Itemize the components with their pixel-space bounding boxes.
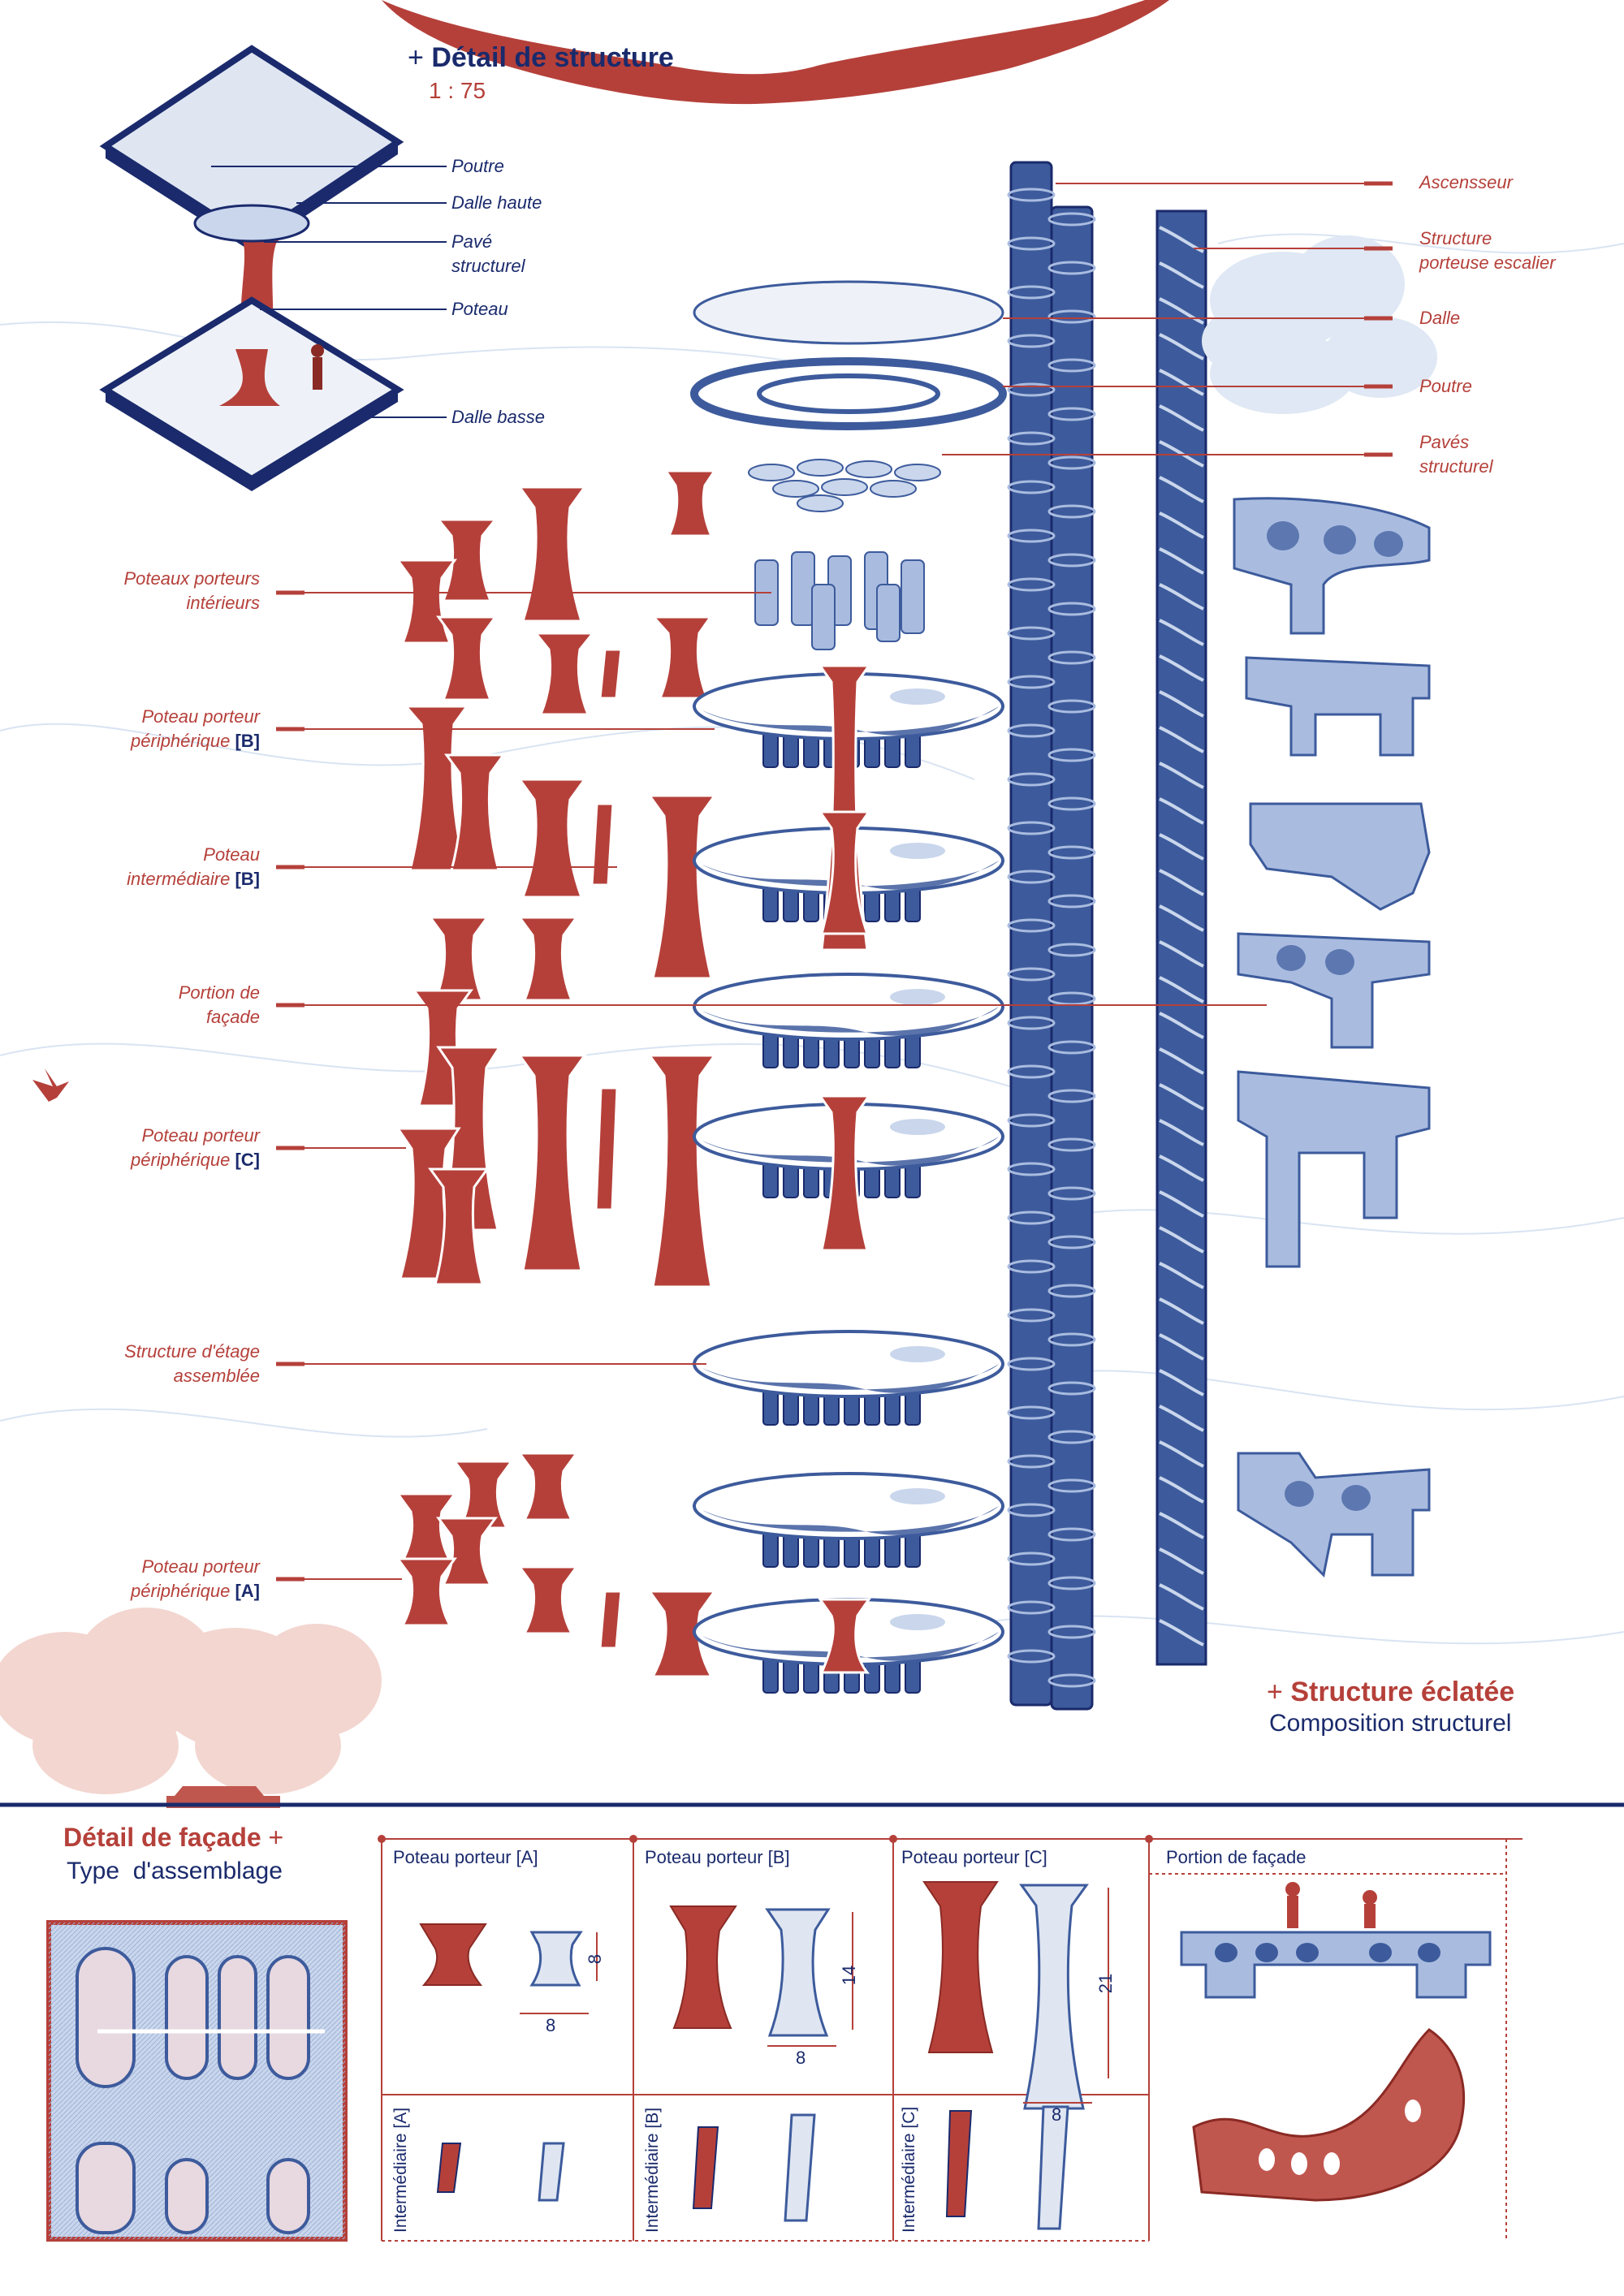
- detail-label-dalle-basse: Dalle basse: [451, 407, 545, 427]
- structure-detail-figure: [99, 45, 404, 491]
- exploded-subtitle: Composition structurel: [1269, 1710, 1512, 1737]
- exploded-title: + Structure éclatée: [1267, 1677, 1514, 1708]
- cell-title-a: Poteau porteur [A]: [393, 1847, 538, 1867]
- floor-slab: [693, 1330, 1004, 1426]
- dim-b-height: 14: [839, 1965, 860, 1986]
- trees-decoration: [0, 1608, 382, 1794]
- left-leaders: [276, 592, 1267, 1580]
- detail-scale: 1 : 75: [429, 78, 486, 103]
- vertical-label-a: Intermédiaire [A]: [391, 2107, 410, 2233]
- exploded-title-text: Structure éclatée: [1290, 1677, 1515, 1707]
- right-label-ascenseur: Ascensseur: [1419, 172, 1513, 192]
- vertical-label-b: Intermédiaire [B]: [643, 2107, 662, 2233]
- floor-slab: [693, 1472, 1004, 1568]
- plus-icon: +: [408, 42, 424, 73]
- right-label-poutre: Poutre: [1419, 376, 1472, 396]
- red-column-pieces: [395, 469, 717, 1678]
- right-label-dalle: Dalle: [1419, 308, 1461, 328]
- detail-label-dalle-haute: Dalle haute: [451, 192, 542, 213]
- cell-facade-pieces: [1180, 1882, 1492, 2202]
- cell-b-pieces: [669, 1905, 853, 2222]
- dim-c-height: 21: [1095, 1973, 1116, 1994]
- dim-a-width: 8: [546, 2015, 556, 2035]
- vertical-label-c: Intermédiaire [C]: [900, 2106, 918, 2233]
- detail-label-pave: Pavé: [451, 231, 493, 252]
- grid-corner-marks: [378, 1835, 1153, 1843]
- bird-icon: [32, 1068, 69, 1102]
- facade-portions: [1233, 497, 1431, 1578]
- facade-shading: [1267, 521, 1403, 1511]
- detail-label-poteau: Poteau: [451, 299, 508, 319]
- dim-b-width: 8: [796, 2048, 806, 2068]
- branch-decoration: [382, 0, 1169, 105]
- label-ticks: [276, 181, 1393, 1582]
- detail-leaders: [211, 166, 447, 418]
- car-icon: [166, 1786, 280, 1808]
- plus-icon: +: [1267, 1677, 1283, 1707]
- detail-label-structurel: structurel: [451, 256, 525, 276]
- detail-title-text: Détail de structure: [431, 42, 674, 73]
- floor-red-columns: [818, 664, 871, 1674]
- facade-title-text: Détail de façade: [63, 1823, 261, 1852]
- cloud-decoration: [1202, 235, 1437, 414]
- cell-c-pieces: [922, 1881, 1109, 2230]
- floor-slabs: [690, 280, 1007, 1694]
- facade-section-title: Détail de façade +: [63, 1823, 283, 1853]
- assembly-grid: [381, 1838, 1522, 2242]
- cell-title-b: Poteau porteur [B]: [645, 1847, 790, 1867]
- right-leaders: [942, 183, 1393, 455]
- dim-a-height: 8: [585, 1953, 606, 1965]
- floor-slab: [693, 672, 1004, 768]
- cell-title-c: Poteau porteur [C]: [901, 1847, 1047, 1867]
- floor-slab: [693, 973, 1004, 1068]
- facade-photo: [46, 1920, 348, 2242]
- detail-label-poutre: Poutre: [451, 156, 504, 176]
- detail-title: + Détail de structure: [408, 42, 674, 74]
- plus-icon: +: [268, 1823, 284, 1852]
- facade-section-subtitle: Type d'assemblage: [67, 1858, 283, 1884]
- cell-title-facade: Portion de façade: [1166, 1847, 1307, 1867]
- cell-a-pieces: [419, 1923, 598, 2202]
- elevator-shaft: [1007, 161, 1096, 1711]
- stair-tower: [1155, 209, 1207, 1666]
- dim-c-width: 8: [1052, 2104, 1062, 2125]
